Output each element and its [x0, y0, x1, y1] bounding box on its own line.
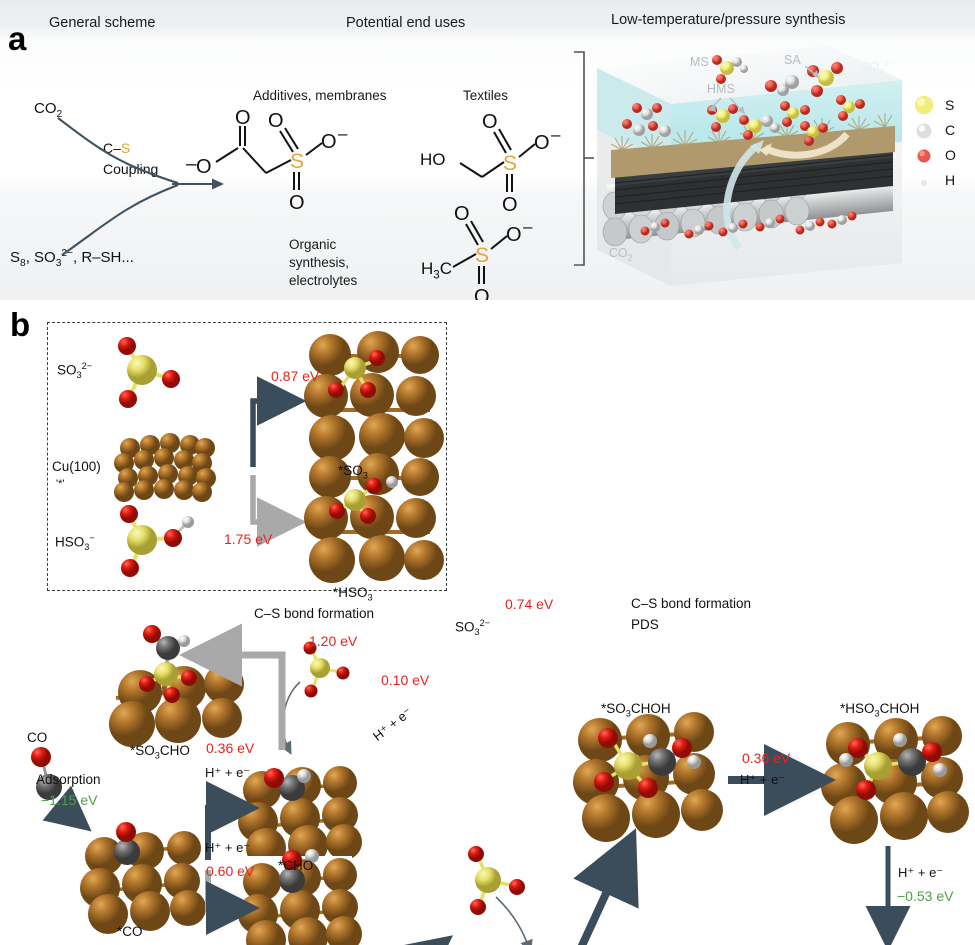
- sulfur-letter: S: [120, 140, 131, 156]
- svg-text:O: O: [454, 203, 470, 225]
- label-additives-membranes: Additives, membranes: [253, 88, 387, 103]
- energy-1-20-ev: 1.20 eV: [309, 633, 358, 649]
- legend-label-o: O: [945, 146, 956, 163]
- structure-so3cho: [109, 625, 244, 747]
- label-co-gas: CO: [27, 730, 48, 745]
- label-cu100-star: '*': [56, 478, 65, 490]
- panel-a-legend: S C O H: [914, 92, 956, 192]
- label-hso3-anion: HSO3−: [55, 533, 95, 553]
- label-adsorption: Adsorption: [36, 772, 101, 787]
- label-textiles: Textiles: [463, 88, 509, 103]
- energy-0-74-ev: 0.74 eV: [505, 596, 554, 612]
- hydrogen-atom-icon: [921, 179, 927, 186]
- render-label-ms: MS: [690, 55, 709, 69]
- energy-minus-1-15-ev: −1.15 eV: [41, 792, 98, 808]
- render-label-so3: SO32−: [861, 58, 894, 77]
- svg-text:O: O: [506, 224, 522, 246]
- structure-so3choh: [573, 712, 723, 842]
- svg-text:O: O: [482, 111, 498, 133]
- structure-co-adsorbed: [80, 822, 206, 934]
- svg-text:S: S: [290, 150, 304, 173]
- methyl-group-label: H3C: [421, 259, 452, 282]
- legend-row-s: S: [914, 92, 956, 117]
- label-cs-bond-formation-left: C–S bond formation: [254, 606, 375, 621]
- svg-text:–: –: [338, 124, 348, 143]
- condition-h-e-coh: H⁺ + e⁻: [205, 840, 251, 855]
- energy-minus-0-53-ev: −0.53 eV: [897, 888, 954, 904]
- coupling-label-word: Coupling: [103, 161, 159, 177]
- panel-b-letter: b: [10, 306, 31, 343]
- svg-text:O: O: [196, 156, 212, 178]
- legend-row-h: H: [914, 167, 956, 192]
- energy-0-60-ev: 0.60 eV: [206, 863, 255, 879]
- label-cs-bond-formation-right: C–S bond formation: [631, 596, 752, 611]
- legend-row-o: O: [914, 142, 956, 167]
- caption-co-adsorbed: *CO: [117, 924, 143, 939]
- initial-adsorption-dashed-box: [47, 322, 447, 591]
- render-svg: [597, 46, 902, 286]
- structure-so3-free-mid: [303, 641, 350, 698]
- panel-a-title-potential-end-uses: Potential end uses: [346, 15, 466, 31]
- svg-text:O: O: [289, 192, 305, 214]
- energy-0-10-ev: 0.10 eV: [381, 672, 430, 688]
- label-cu100: Cu(100): [52, 459, 101, 474]
- energy-0-36-ev-hso3choh: 0.36 eV: [742, 750, 791, 766]
- svg-text:S: S: [475, 244, 489, 267]
- structure-cho: [238, 762, 362, 868]
- sulfur-atom-icon: [915, 95, 933, 114]
- reactant-co2: CO2: [34, 100, 63, 120]
- carbon-atom-icon: [916, 123, 932, 138]
- low-temperature-synthesis-render: MS HMS SA SO32− CO2: [597, 38, 902, 286]
- label-pds: PDS: [631, 617, 659, 632]
- condition-h-e-cho: H⁺ + e⁻: [205, 765, 251, 780]
- svg-text:–: –: [186, 154, 197, 175]
- legend-label-c: C: [945, 121, 956, 138]
- svg-text:O: O: [502, 194, 518, 216]
- svg-text:O: O: [268, 110, 284, 132]
- legend-label-h: H: [945, 171, 956, 188]
- reactant-sulfur-sources: S8, SO32−, R–SH...: [10, 248, 134, 269]
- energy-0-36-ev-cho: 0.36 eV: [206, 740, 255, 756]
- svg-text:–: –: [523, 217, 533, 236]
- svg-text:O: O: [235, 107, 251, 129]
- render-label-co2: CO2: [609, 246, 633, 263]
- svg-text:O: O: [534, 132, 550, 154]
- panel-a: a General scheme Potential end uses Low-…: [0, 0, 975, 300]
- legend-label-s: S: [945, 96, 955, 113]
- render-label-sa: SA: [784, 53, 801, 67]
- svg-text:–: –: [551, 125, 561, 144]
- svg-text:S: S: [503, 152, 517, 175]
- coupling-label-cs: C–S: [103, 140, 131, 156]
- panel-b: b: [0, 300, 975, 945]
- condition-h-e-hms: H⁺ + e⁻: [898, 865, 944, 880]
- caption-so3-adsorbed: *SO3: [338, 463, 368, 481]
- caption-hso3-adsorbed: *HSO3: [333, 585, 373, 603]
- legend-row-c: C: [914, 117, 956, 142]
- render-label-hms: HMS: [707, 82, 735, 96]
- energy-0-87-ev: 0.87 eV: [271, 368, 320, 384]
- panel-a-letter: a: [8, 20, 27, 57]
- caption-so3cho: *SO3CHO: [130, 743, 190, 761]
- panel-a-title-low-temperature: Low-temperature/pressure synthesis: [611, 12, 846, 28]
- caption-so3choh: *SO3CHOH: [601, 701, 671, 719]
- caption-cho: *CHO: [278, 858, 314, 873]
- caption-hso3choh: *HSO3CHOH: [840, 701, 920, 719]
- condition-h-e-hso3choh: H⁺ + e⁻: [740, 772, 786, 787]
- hydroxyl-group-label: HO: [420, 150, 446, 169]
- label-so3-free-center: SO32−: [455, 618, 491, 638]
- structure-so3-free-center: [468, 846, 525, 915]
- svg-text:O: O: [474, 286, 490, 300]
- condition-h-e-choh: H⁺ + e⁻: [370, 704, 415, 744]
- structure-hso3choh: [821, 716, 969, 844]
- label-so3-dianion: SO32−: [57, 361, 93, 381]
- oxygen-atom-icon: [917, 149, 931, 162]
- svg-text:O: O: [321, 131, 337, 153]
- panel-a-title-general-scheme: General scheme: [49, 15, 156, 31]
- energy-1-75-ev: 1.75 eV: [224, 531, 273, 547]
